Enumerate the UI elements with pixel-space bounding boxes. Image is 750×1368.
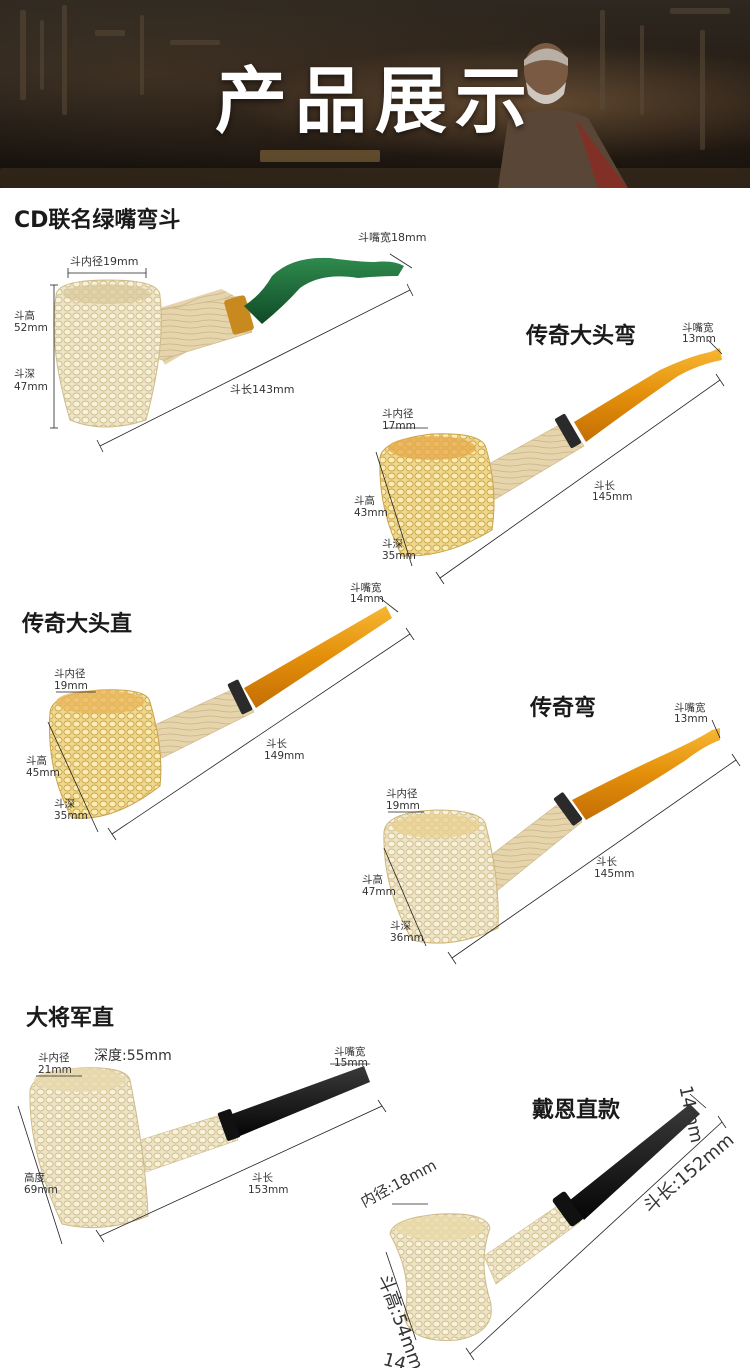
dim-depth-label: 斗深 [54, 798, 75, 810]
dim-depth-value: 36mm [390, 932, 424, 944]
dim-mouth-width-value: 13mm [674, 713, 708, 725]
dim-height-label: 斗高 [362, 874, 383, 886]
dim-length-label: 斗长 [594, 480, 615, 492]
dim-mouth-width-value: 14mm [350, 593, 384, 605]
dim-inner-diameter-value: 21mm [38, 1064, 72, 1076]
product-title-legend-big-straight: 传奇大头直 [22, 612, 133, 637]
pipe-dane-straight [385, 1093, 727, 1361]
product-title-legend-big-curved: 传奇大头弯 [526, 324, 637, 349]
dim-inner-diameter-label: 斗内径 [54, 668, 86, 680]
dim-mouth-width-value: 15mm [334, 1057, 368, 1069]
product-title-legend-curved: 传奇弯 [530, 696, 597, 721]
dim-mouth-width: 斗嘴宽18mm [358, 231, 427, 244]
pipe-general-straight [17, 1063, 387, 1245]
dim-inner-diameter: 斗内径19mm [70, 255, 139, 268]
dim-length-label: 斗长 [252, 1172, 273, 1184]
dim-inner-diameter-label: 斗内径 [386, 788, 418, 800]
dim-inner-diameter-label: 斗内径 [382, 408, 414, 420]
dim-height-value: 45mm [26, 767, 60, 779]
dim-length-value: 153mm [248, 1184, 289, 1196]
dim-mouth-width-label: 斗嘴宽 [334, 1046, 366, 1058]
dim-depth-label: 斗深 [14, 368, 35, 380]
dim-mouth-width-label: 斗嘴宽 [674, 702, 706, 714]
dim-inner-diameter-value: 19mm [386, 800, 420, 812]
dim-height-value: 52mm [14, 322, 48, 334]
banner: 产品展示 [0, 0, 750, 188]
dim-length-label: 斗长 [266, 738, 287, 750]
dim-depth: 深度:55mm [94, 1048, 172, 1064]
pipe-legend-curved [383, 719, 741, 965]
dim-height-value: 69mm [24, 1184, 58, 1196]
dim-mouth-width-label: 斗嘴宽 [350, 582, 382, 594]
dim-length-value: 145mm [592, 491, 633, 503]
product-title-cd-green-curved: CD联名绿嘴弯斗 [14, 208, 181, 233]
dim-depth-label: 斗深 [390, 920, 411, 932]
dim-height-label: 高度 [24, 1172, 45, 1184]
product-title-general-straight: 大将军直 [26, 1006, 115, 1031]
dim-depth-value: 35mm [54, 810, 88, 822]
dim-length-label: 斗长 [596, 856, 617, 868]
banner-title: 产品展示 [214, 59, 535, 143]
dim-inner-diameter-value: 19mm [54, 680, 88, 692]
dim-length: 斗长143mm [230, 383, 295, 396]
dim-height-value: 47mm [362, 886, 396, 898]
dim-mouth-width-label: 斗嘴宽 [682, 322, 714, 334]
dim-height-label: 斗高 [14, 310, 35, 322]
dim-height-label: 斗高 [354, 495, 375, 507]
dim-height-label: 斗高 [26, 755, 47, 767]
dim-mouth-width-value: 13mm [682, 333, 716, 345]
dim-inner-diameter-label: 斗内径 [38, 1052, 70, 1064]
dim-length-value: 145mm [594, 868, 635, 880]
product-title-dane-straight: 戴恩直款 [532, 1098, 621, 1123]
craftsman-figure [498, 43, 628, 188]
dim-depth-label: 斗深 [382, 538, 403, 550]
dim-inner-diameter-value: 17mm [382, 420, 416, 432]
pipe-legend-big-curved [375, 339, 725, 585]
pipe-legend-big-straight [47, 597, 415, 841]
dim-depth-value: 47mm [14, 381, 48, 393]
dim-length-value: 149mm [264, 750, 305, 762]
dim-height-value: 43mm [354, 507, 388, 519]
pipe-cd-green-curved [50, 253, 414, 453]
dim-depth-value: 35mm [382, 550, 416, 562]
